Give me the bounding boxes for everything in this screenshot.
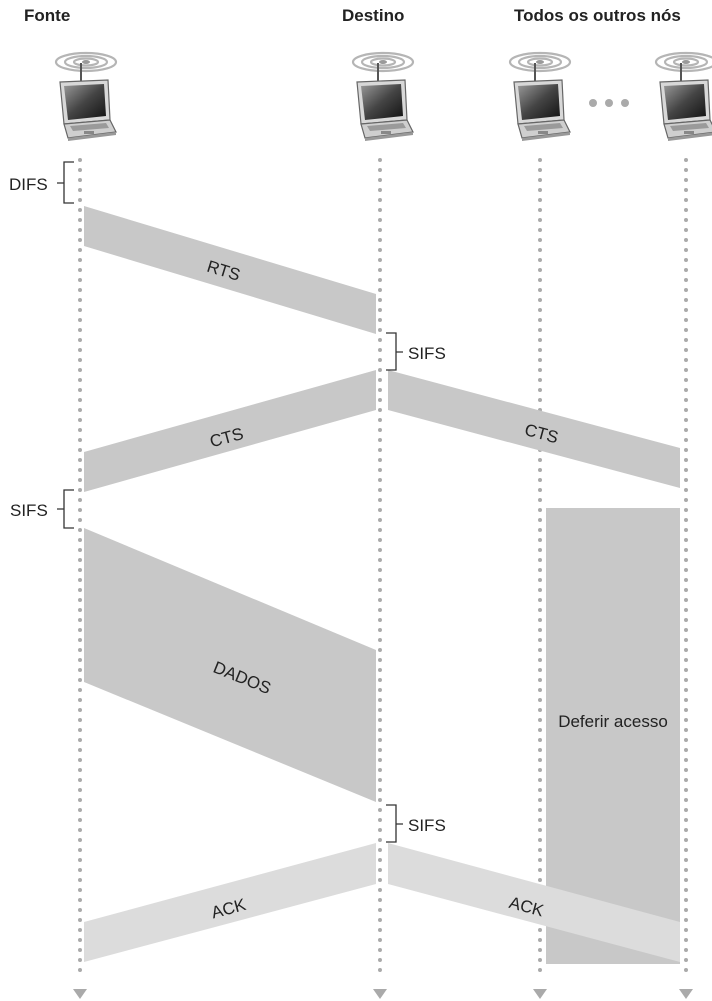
data-frame: [84, 528, 376, 802]
laptop-icon: [654, 51, 712, 143]
defer-access-region: [546, 508, 680, 964]
sifs-label-2: SIFS: [10, 501, 48, 520]
cts-frame-to-others: [388, 370, 680, 488]
laptop-icon: [508, 51, 572, 143]
other-node-1: [508, 51, 572, 143]
laptop-icon: [54, 51, 118, 143]
arrow-down-icon: [533, 989, 547, 999]
ellipsis-icon: [589, 99, 629, 107]
other-node-2: [654, 51, 712, 143]
sifs-label-1: SIFS: [408, 344, 446, 363]
sifs-label-3: SIFS: [408, 816, 446, 835]
sifs-bracket-3: [386, 804, 403, 843]
arrow-down-icon: [73, 989, 87, 999]
header-others: Todos os outros nós: [514, 6, 681, 25]
source-node: [54, 51, 118, 143]
header-source: Fonte: [24, 6, 71, 25]
header-destination: Destino: [342, 6, 405, 25]
destination-node: [351, 51, 415, 143]
difs-bracket: [57, 161, 74, 204]
laptop-icon: [351, 51, 415, 143]
arrow-down-icon: [373, 989, 387, 999]
sifs-bracket-2: [57, 489, 74, 529]
defer-access-label: Deferir acesso: [558, 712, 668, 731]
sifs-bracket-1: [386, 332, 403, 371]
ack-frame-to-source: [84, 843, 376, 962]
ack-frame-to-others: [388, 843, 680, 962]
difs-label: DIFS: [9, 175, 48, 194]
timelines: [78, 158, 688, 982]
cts-frame-to-source: [84, 370, 376, 492]
rts-frame: [84, 206, 376, 334]
arrow-down-icon: [679, 989, 693, 999]
